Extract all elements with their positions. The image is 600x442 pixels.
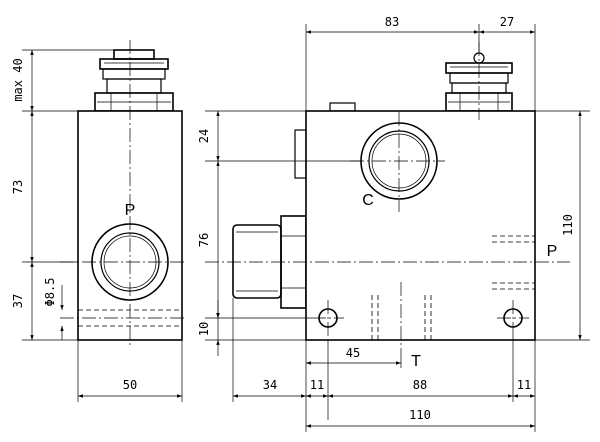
dim-76-label: 76 [197, 233, 211, 247]
front-view-port-c-label: C [362, 192, 374, 209]
dim-24-label: 24 [197, 129, 211, 143]
dim-34-label: 34 [263, 378, 277, 392]
front-view-port-p-label: P [547, 243, 558, 260]
dim-max-40-label: max 40 [11, 58, 25, 101]
side-view-port-p-label: P [125, 202, 136, 219]
front-view: C P T [205, 42, 570, 370]
side-view-dimensions: max 40 73 37 Φ8.5 50 [11, 49, 183, 402]
dim-45-label: 45 [346, 346, 360, 360]
dim-83-label: 83 [385, 15, 399, 29]
dim-11-right-label: 11 [517, 378, 531, 392]
dim-hole-diameter-label: Φ8.5 [43, 278, 57, 307]
dim-110-width-label: 110 [409, 408, 431, 422]
dim-11-left-label: 11 [310, 378, 324, 392]
front-view-side-plug [294, 129, 307, 179]
dim-37-label: 37 [11, 294, 25, 308]
side-view: P [60, 40, 185, 345]
dim-10-label: 10 [197, 322, 211, 336]
dim-50-label: 50 [123, 378, 137, 392]
dim-110-height-label: 110 [561, 214, 575, 236]
dim-88-label: 88 [413, 378, 427, 392]
front-view-dimensions: 83 27 24 76 10 110 45 34 11 [197, 15, 590, 432]
dim-73-label: 73 [11, 180, 25, 194]
dim-27-label: 27 [500, 15, 514, 29]
front-view-top-plug [329, 102, 356, 112]
front-view-port-t-label: T [411, 353, 421, 370]
front-view-block [305, 110, 536, 341]
side-view-adjuster-knob [94, 49, 174, 112]
